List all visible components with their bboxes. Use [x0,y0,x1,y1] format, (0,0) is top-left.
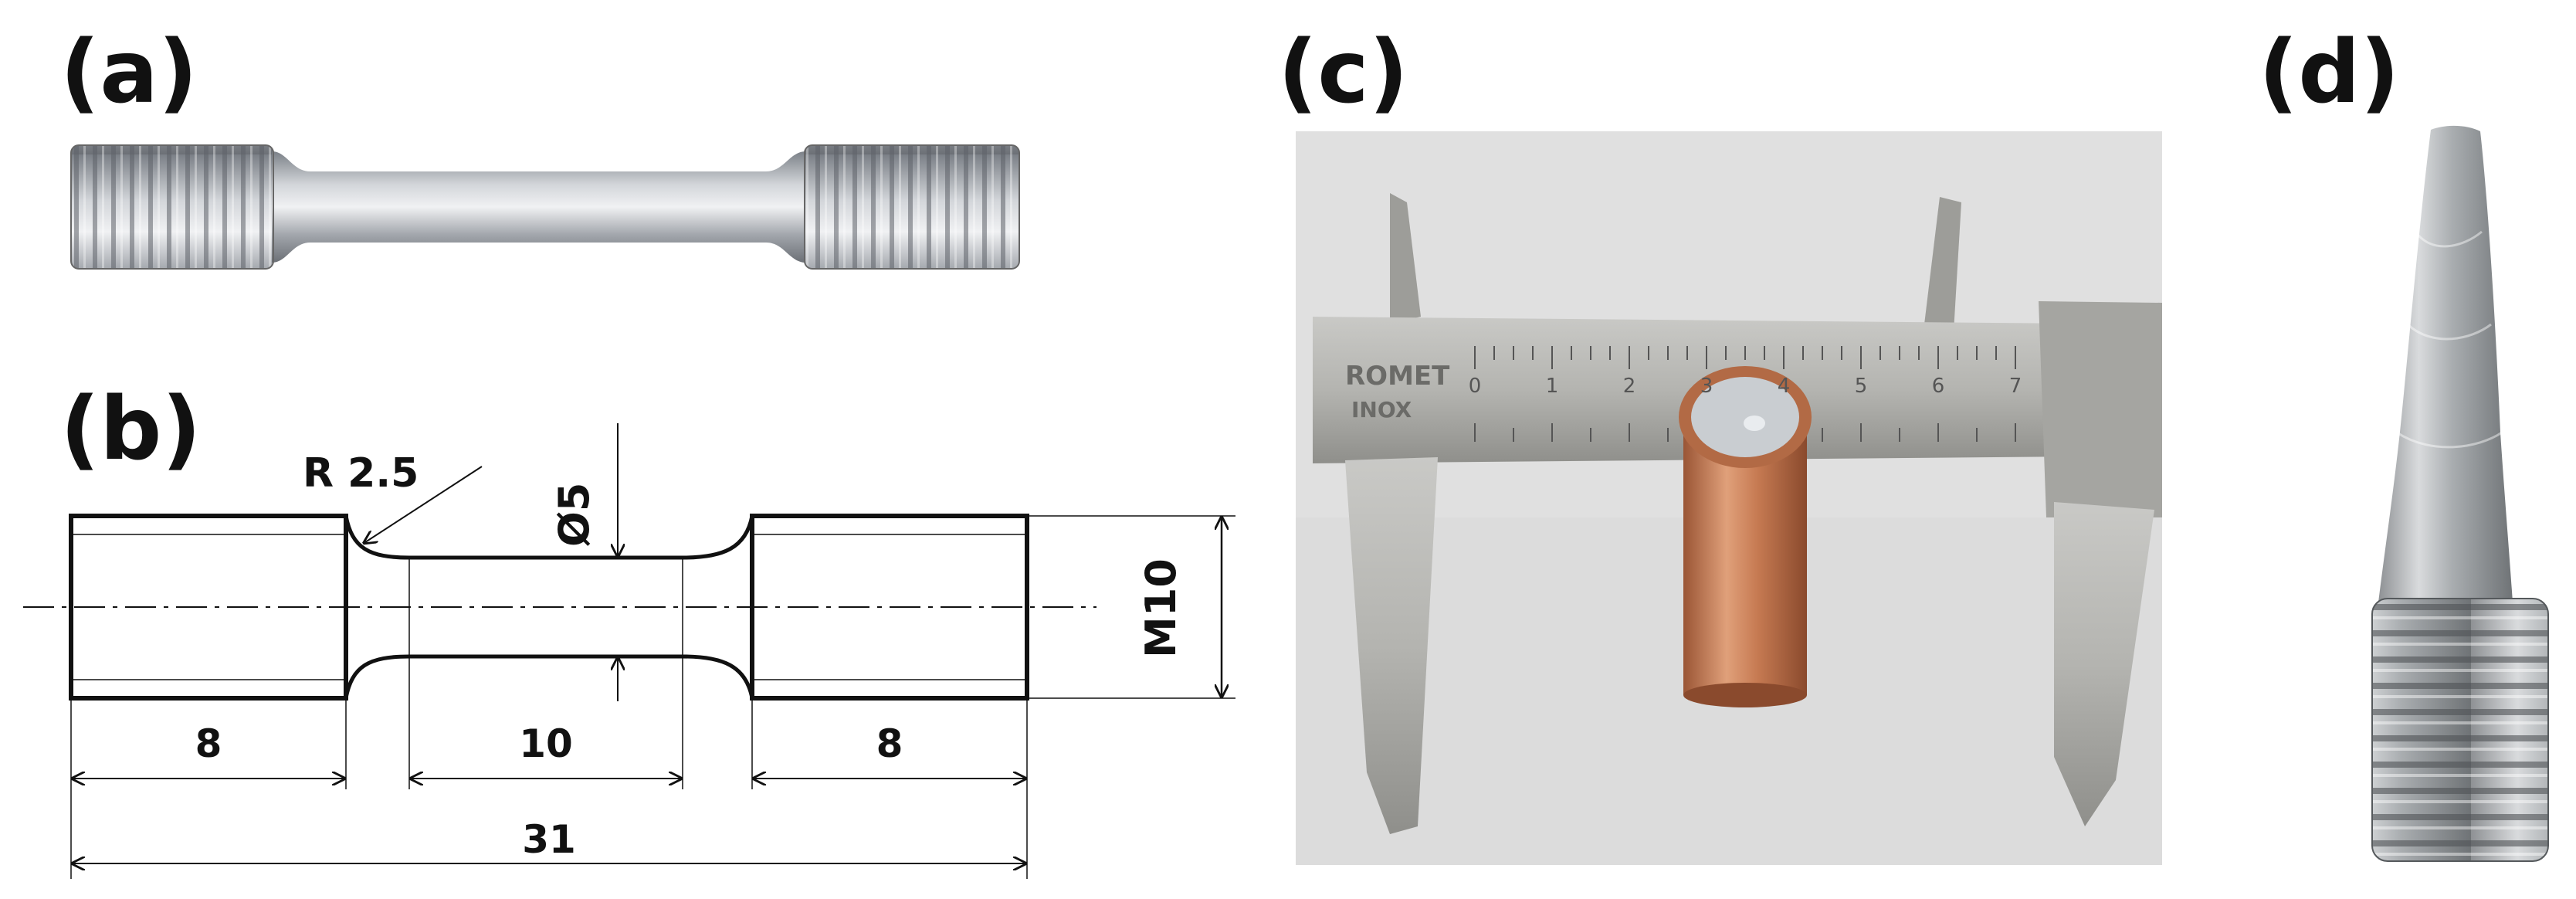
caliper-slider [2039,301,2162,517]
caliper-lower-jaw-left [1345,457,1438,834]
thread-label: M10 [1137,558,1185,658]
caliper-material: INOX [1351,397,1412,422]
scale-digit: 6 [1932,375,1945,398]
panel-label-d: (d) [2259,22,2400,123]
right-grip-length-label: 8 [876,721,903,766]
deformed-specimen [2371,125,2549,862]
rod-end-face [1691,377,1799,457]
left-grip-length-label: 8 [195,721,222,766]
right-threaded-grip [805,145,1019,269]
scale-digit: 5 [1855,375,1868,398]
panel-label-a: (a) [60,22,198,123]
panel-label-b: (b) [60,379,202,480]
scale-digit: 0 [1469,375,1482,398]
caliper-lower-jaw-right [2054,502,2154,826]
scale-digit: 3 [1700,375,1713,398]
total-length-label: 31 [522,817,576,862]
caliper-brand: ROMET [1345,361,1450,392]
scale-digit: 7 [2009,375,2022,398]
drawing-top-profile [344,515,754,560]
gauge-length-label: 10 [519,721,573,766]
necked-section [2378,125,2513,602]
caliper-upper-jaw-right [1924,197,1961,332]
left-threaded-grip [71,145,273,269]
diameter-label: Ø5 [550,483,598,547]
scale-digit: 2 [1623,375,1636,398]
caliper-upper-jaw-left [1390,193,1421,324]
caliper-scale-digits: 0 1 2 3 4 5 6 7 [1469,375,2022,398]
radius-leader [363,466,483,544]
gauge-section-rendered [272,151,806,263]
drawing-bottom-profile [344,654,754,699]
specimen-photo-a [70,144,1020,270]
radius-label: R 2.5 [303,450,419,497]
panel-label-c: (c) [1278,22,1408,123]
scale-digit: 4 [1778,375,1791,398]
caliper-photo [1296,131,2162,865]
deformed-threaded-grip [2372,599,2548,861]
scale-digit: 1 [1546,375,1559,398]
technical-drawing [23,423,1235,879]
